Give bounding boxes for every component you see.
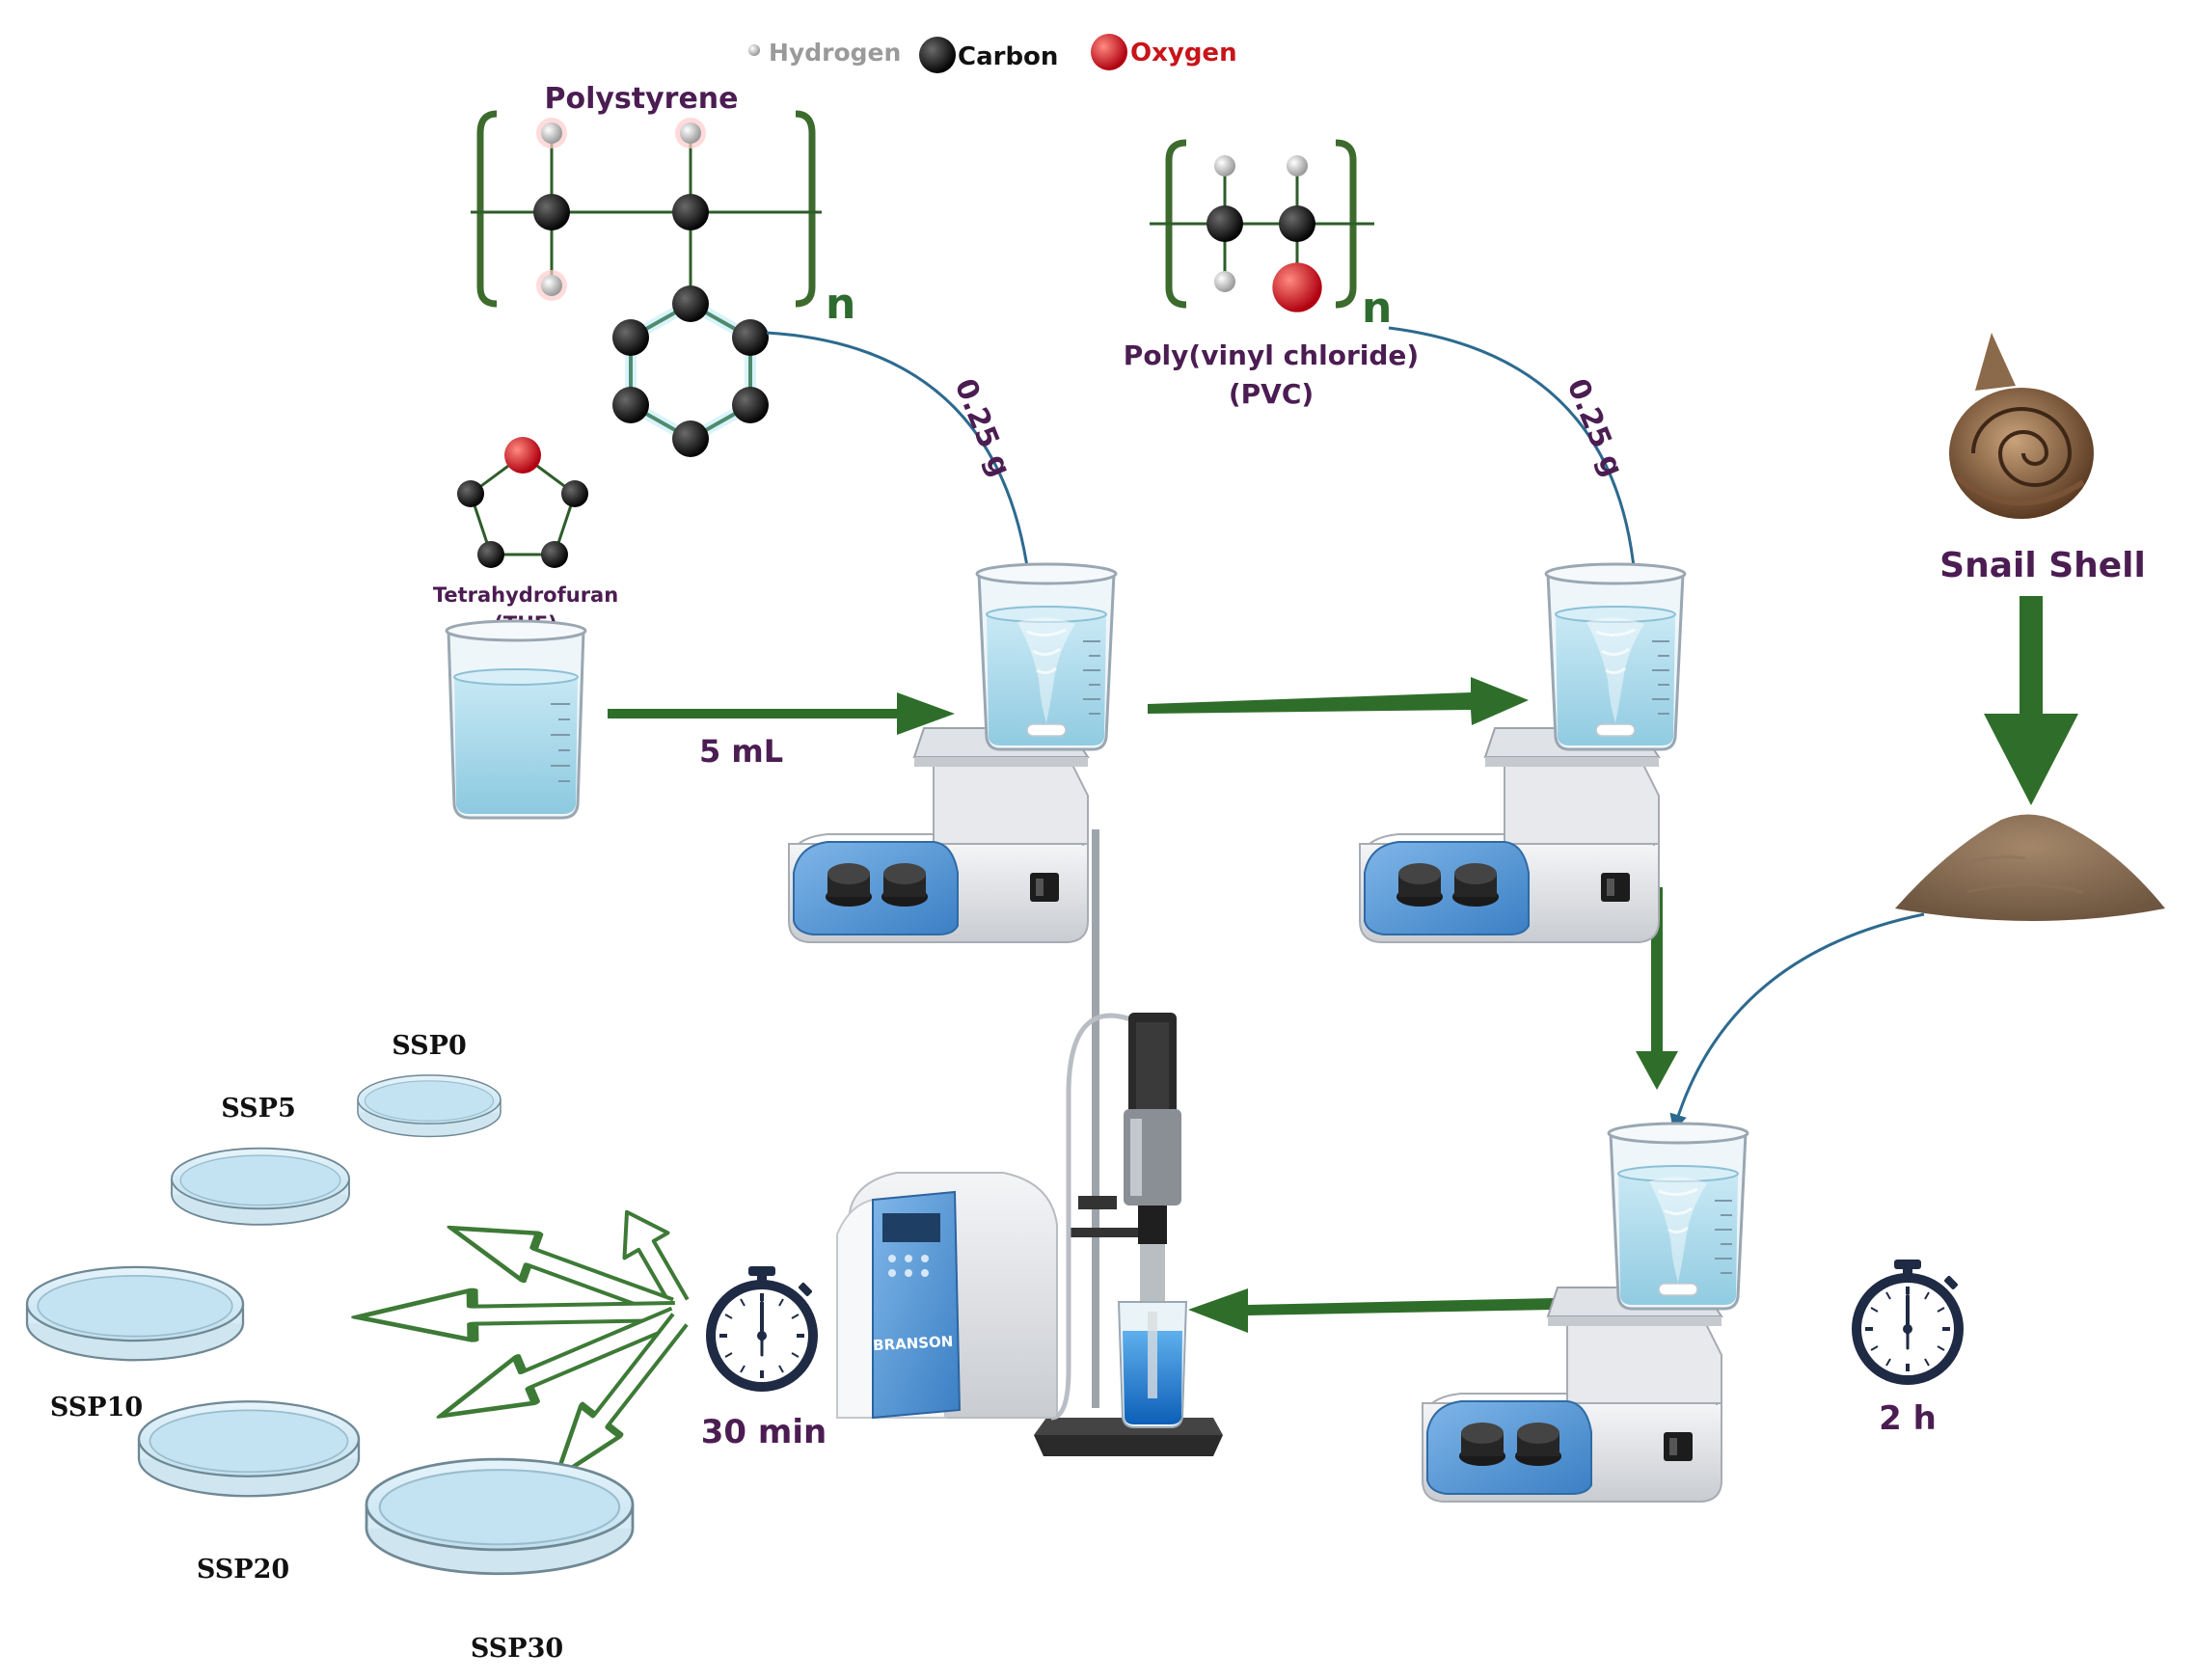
atom-legend: Hydrogen Carbon Oxygen xyxy=(747,34,1237,73)
legend-hydrogen-label: Hydrogen xyxy=(769,39,901,67)
stirrer3-to-sonicator-arrow xyxy=(1188,1288,1555,1333)
stopwatch-icon-30min xyxy=(704,1264,820,1394)
stopwatch-icon-2h xyxy=(1850,1258,1966,1387)
right-bracket xyxy=(795,110,816,308)
sonication-time-label: 30 min xyxy=(701,1413,827,1451)
ps-dosing-curve xyxy=(766,331,1038,592)
thf-beaker xyxy=(445,619,587,820)
sample-label-ssp5: SSP5 xyxy=(221,1094,296,1124)
magnetic-stirrer-1 xyxy=(788,727,1089,943)
shell-powder-pile xyxy=(1895,814,2165,921)
casting-arrows xyxy=(357,1197,704,1494)
petri-dish-ssp5 xyxy=(171,1147,350,1226)
sample-label-ssp10: SSP10 xyxy=(50,1393,143,1423)
ultrasonic-homogenizer: BRANSON xyxy=(836,829,1223,1456)
petri-dish-ssp20 xyxy=(137,1400,361,1498)
thf-structure: Tetrahydrofuran (THF) xyxy=(433,437,618,636)
sample-label-ssp30: SSP30 xyxy=(471,1634,563,1664)
polystyrene-label: Polystyrene xyxy=(544,82,738,116)
sample-label-ssp0: SSP0 xyxy=(392,1031,467,1061)
petri-dish-ssp10 xyxy=(25,1265,245,1362)
flow-arrows xyxy=(608,596,2078,1333)
snail-shell-label: Snail Shell xyxy=(1939,546,2146,585)
stirrer2-to-stirrer3-arrow xyxy=(1636,887,1678,1090)
pvc-label-line1: Poly(vinyl chloride) xyxy=(1124,339,1419,371)
left-bracket xyxy=(476,110,498,308)
polystyrene-n-subscript: n xyxy=(826,280,855,329)
hydrogen-legend-icon xyxy=(747,43,761,57)
stirrer1-to-stirrer2-arrow xyxy=(1148,677,1529,725)
beaker-stirrer-3 xyxy=(1607,1122,1749,1311)
stir-time-label: 2 h xyxy=(1879,1399,1937,1438)
carbon-legend-icon xyxy=(919,37,956,73)
pvc-structure: n Poly(vinyl chloride) (PVC) xyxy=(1124,139,1419,410)
thf-volume-label: 5 mL xyxy=(699,733,783,770)
beaker-stirrer-1 xyxy=(975,562,1118,751)
thf-label-line1: Tetrahydrofuran xyxy=(433,583,618,607)
ps-mass-label: 0.25 g xyxy=(948,374,1017,481)
snail-shell-image xyxy=(1949,333,2094,519)
beaker-stirrer-2 xyxy=(1544,562,1687,751)
petri-dish-ssp0 xyxy=(357,1074,502,1138)
polystyrene-structure: Polystyrene n xyxy=(471,82,855,457)
petri-dish-ssp30 xyxy=(365,1457,635,1576)
pvc-mass-label: 0.25 g xyxy=(1560,374,1630,481)
magnetic-stirrer-2 xyxy=(1359,727,1660,943)
oxygen-legend-icon xyxy=(1091,34,1127,70)
branson-brand-label: BRANSON xyxy=(873,1333,954,1354)
shell-to-powder-arrow xyxy=(1984,596,2078,805)
dosing-curves xyxy=(766,326,1925,1132)
legend-oxygen-label: Oxygen xyxy=(1130,39,1237,68)
pvc-label-line2: (PVC) xyxy=(1229,378,1314,410)
thf-to-stirrer-arrow xyxy=(608,692,955,735)
sample-label-ssp20: SSP20 xyxy=(197,1555,289,1585)
powder-dosing-curve xyxy=(1669,912,1925,1132)
legend-carbon-label: Carbon xyxy=(958,42,1058,71)
pvc-n-subscript: n xyxy=(1362,284,1392,333)
magnetic-stirrer-3 xyxy=(1422,1287,1722,1503)
pvc-dosing-curve xyxy=(1388,326,1644,592)
